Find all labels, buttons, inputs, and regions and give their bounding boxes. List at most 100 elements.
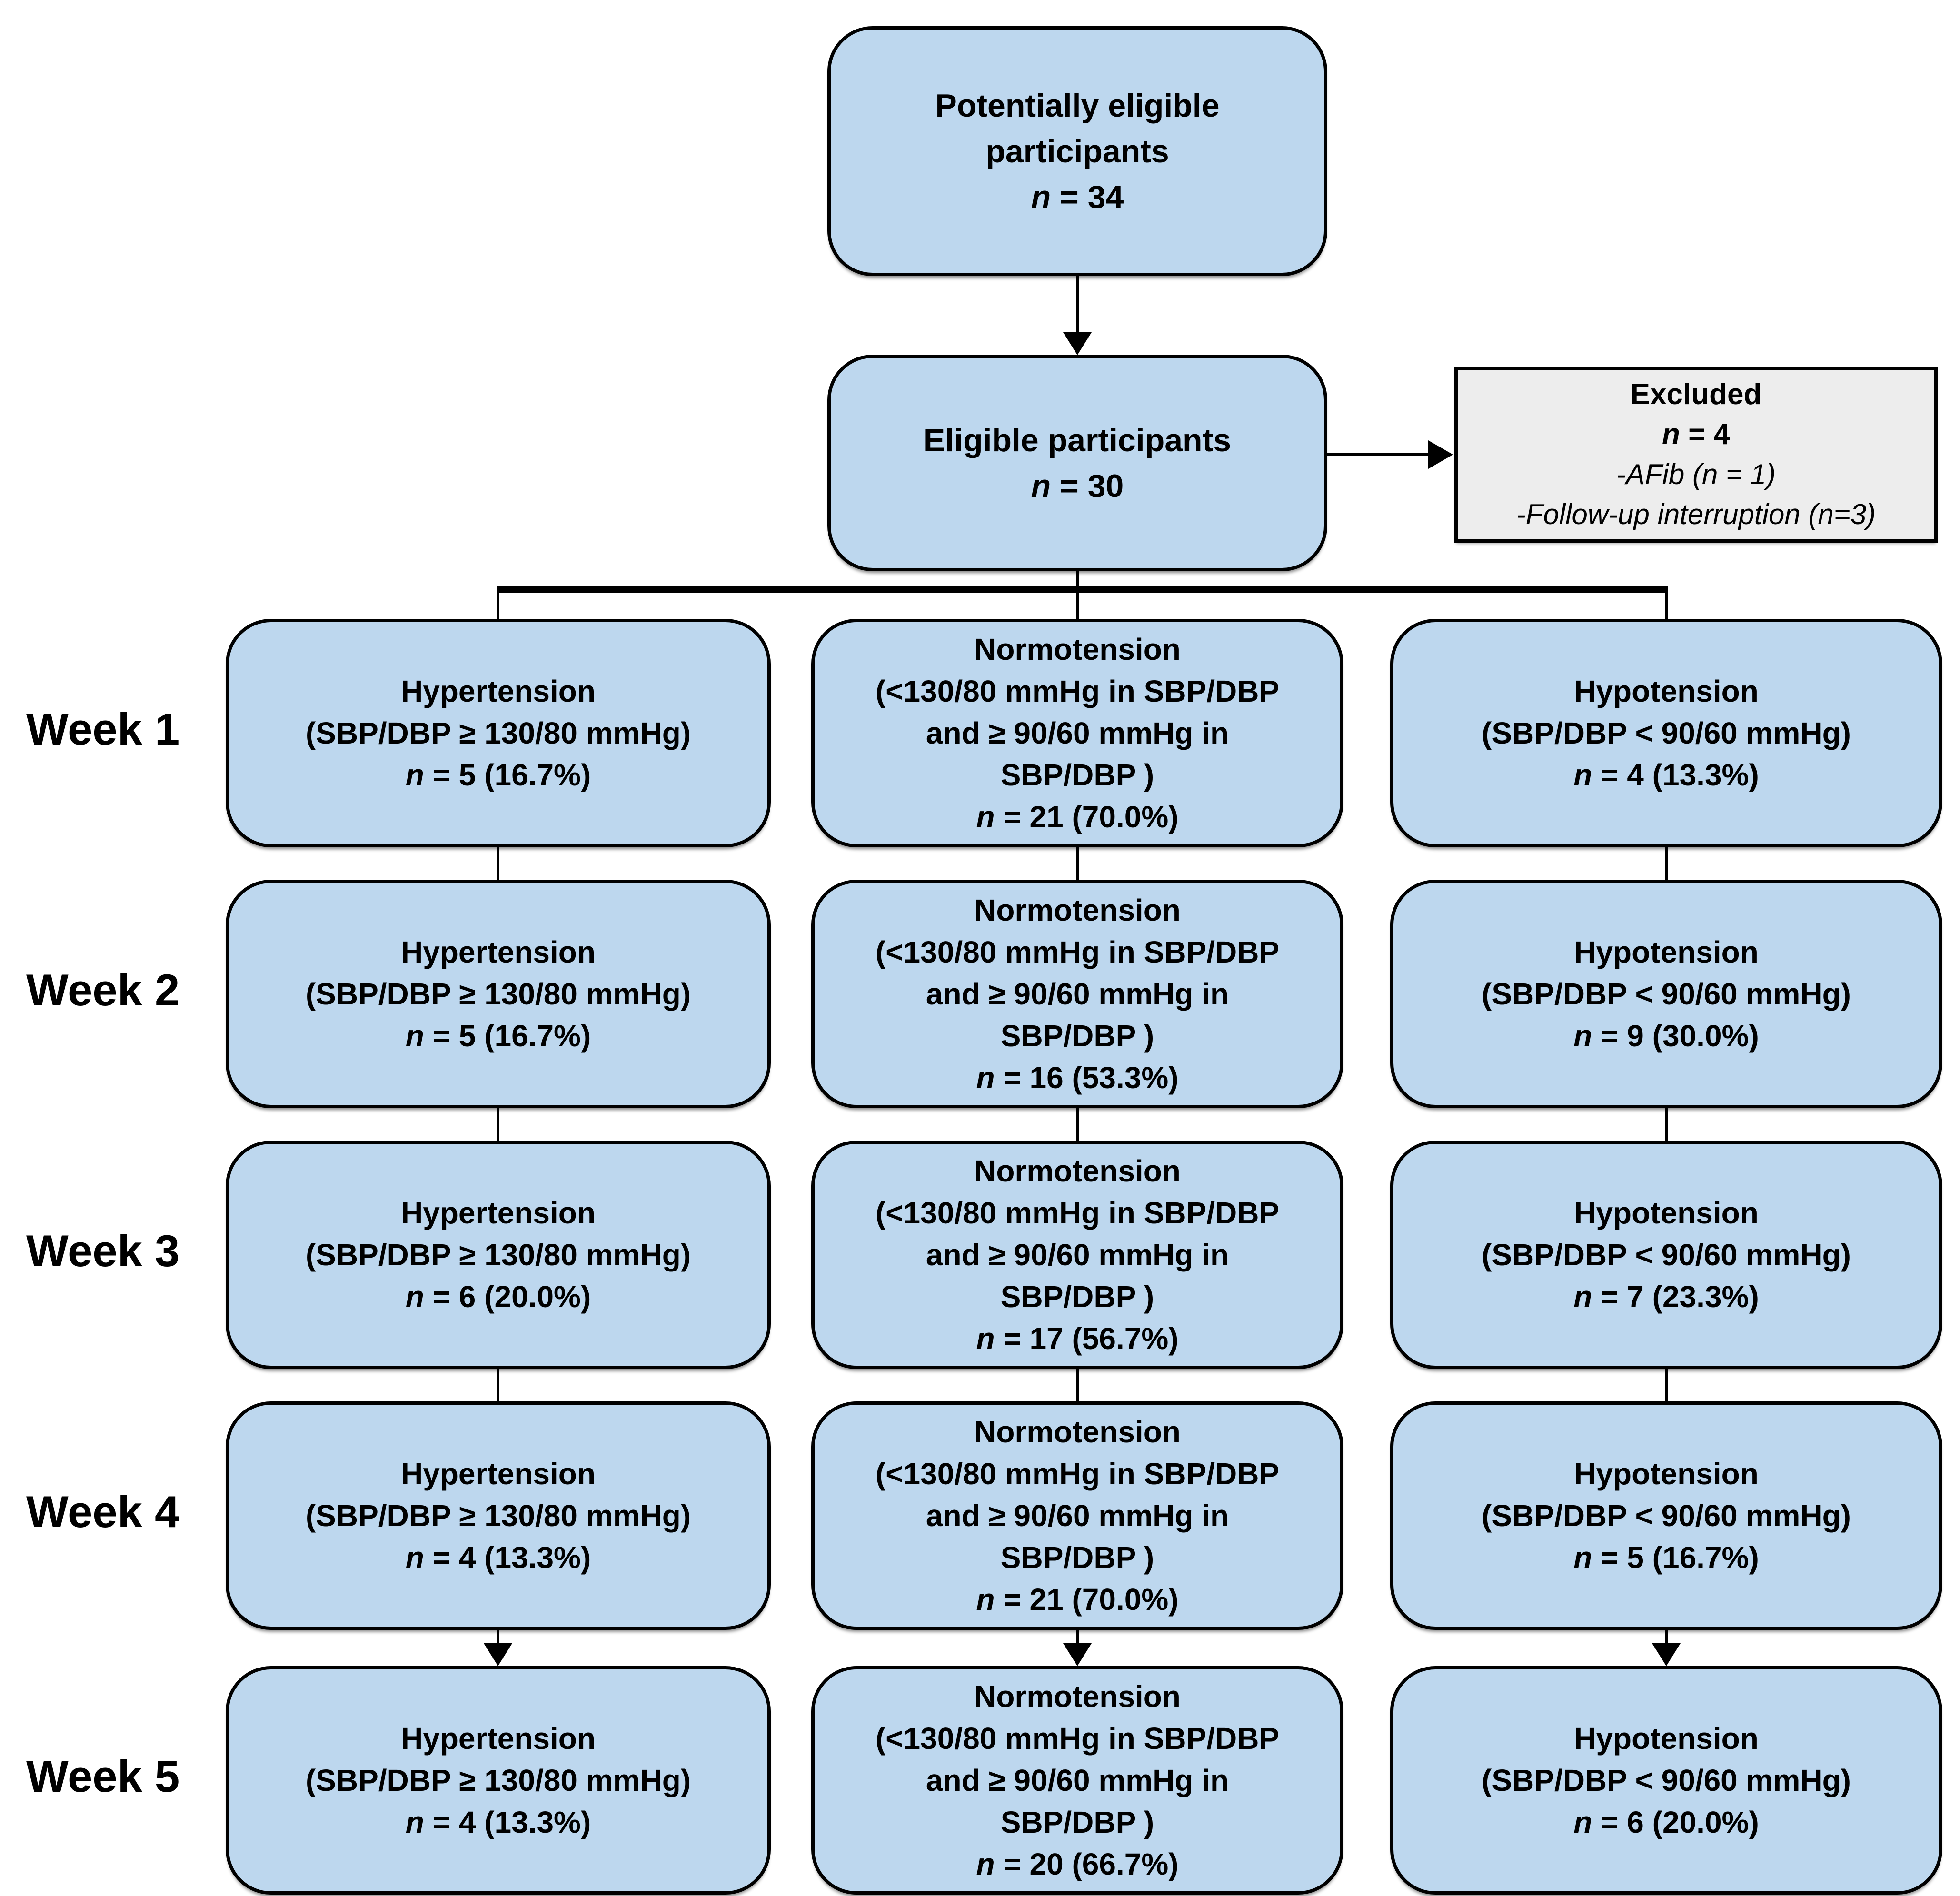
connector-week4-week5-right	[1665, 1630, 1668, 1645]
box-n-line: n = 17 (56.7%)	[976, 1318, 1178, 1360]
box-criteria: (SBP/DBP ≥ 130/80 mmHg)	[305, 1238, 691, 1272]
potentially-eligible-box: Potentially eligible participants n = 34	[827, 26, 1327, 276]
n-value: = 4 (13.3%)	[424, 1805, 591, 1839]
box-criteria: SBP/DBP )	[1000, 1540, 1154, 1575]
week-3-label: Week 3	[26, 1226, 180, 1276]
box-title: Hypertension	[401, 674, 596, 708]
week-1-hypotension-box: Hypotension (SBP/DBP < 90/60 mmHg) n = 4…	[1390, 619, 1942, 847]
box-title: Normotension	[974, 893, 1181, 927]
eligible-participants-box: Eligible participants n = 30	[827, 355, 1327, 571]
excluded-reason: -Follow-up interruption (n=3)	[1516, 498, 1876, 530]
connector-week2-week3-center	[1076, 1108, 1079, 1141]
box-title-line: Eligible participants	[923, 422, 1232, 458]
n-value: = 5 (16.7%)	[424, 758, 591, 792]
branch-drop-left	[497, 592, 499, 620]
week-2-hypotension-box: Hypotension (SBP/DBP < 90/60 mmHg) n = 9…	[1390, 880, 1942, 1108]
box-criteria: (SBP/DBP < 90/60 mmHg)	[1482, 1763, 1851, 1797]
box-n-line: n = 21 (70.0%)	[976, 796, 1178, 838]
box-n-line: n = 6 (20.0%)	[1573, 1801, 1759, 1843]
box-title: Normotension	[974, 1679, 1181, 1714]
n-value: = 7 (23.3%)	[1592, 1280, 1759, 1314]
excluded-box: Excluded n = 4 -AFib (n = 1) -Follow-up …	[1454, 367, 1938, 543]
connector-week3-week4-center	[1076, 1369, 1079, 1401]
connector-week1-week2-center	[1076, 847, 1079, 880]
box-n-line: n = 4	[1662, 415, 1730, 455]
box-n-line: n = 4 (13.3%)	[1573, 754, 1759, 796]
n-value: = 30	[1051, 467, 1124, 504]
box-criteria: and ≥ 90/60 mmHg in	[925, 1763, 1229, 1797]
week-1-label: Week 1	[26, 704, 180, 754]
arrowhead-down-icon	[484, 1643, 512, 1666]
box-criteria: and ≥ 90/60 mmHg in	[925, 1499, 1229, 1533]
week-3-normotension-box: Normotension (<130/80 mmHg in SBP/DBP an…	[811, 1141, 1343, 1369]
connector-week1-week2-left	[497, 847, 499, 880]
box-n-line: n = 20 (66.7%)	[976, 1843, 1178, 1885]
n-symbol: n	[1573, 1540, 1592, 1575]
box-title: Hypertension	[401, 935, 596, 969]
connector-eligible-stub	[1076, 570, 1079, 587]
box-criteria: (SBP/DBP ≥ 130/80 mmHg)	[305, 977, 691, 1011]
week-2-normotension-box: Normotension (<130/80 mmHg in SBP/DBP an…	[811, 880, 1343, 1108]
box-n-line: n = 5 (16.7%)	[1573, 1537, 1759, 1578]
n-symbol: n	[1573, 1019, 1592, 1053]
arrowhead-down-icon	[1063, 1643, 1092, 1666]
box-title: Hypotension	[1574, 674, 1759, 708]
n-value: = 4	[1680, 418, 1730, 451]
box-criteria: (SBP/DBP ≥ 130/80 mmHg)	[305, 1763, 691, 1797]
arrowhead-right-icon	[1428, 440, 1453, 469]
box-n-line: n = 16 (53.3%)	[976, 1057, 1178, 1099]
week-5-hypotension-box: Hypotension (SBP/DBP < 90/60 mmHg) n = 6…	[1390, 1666, 1942, 1895]
n-symbol: n	[405, 758, 424, 792]
excluded-title: Excluded	[1630, 378, 1762, 411]
n-value: = 34	[1051, 179, 1124, 215]
n-symbol: n	[1031, 467, 1051, 504]
week-4-hypertension-box: Hypertension (SBP/DBP ≥ 130/80 mmHg) n =…	[226, 1401, 771, 1630]
connector-week3-week4-right	[1665, 1369, 1668, 1401]
box-title: Hypotension	[1574, 935, 1759, 969]
week-3-hypotension-box: Hypotension (SBP/DBP < 90/60 mmHg) n = 7…	[1390, 1141, 1942, 1369]
connector-eligible-to-excluded	[1327, 453, 1428, 456]
connector-week2-week3-left	[497, 1108, 499, 1141]
box-criteria: (SBP/DBP < 90/60 mmHg)	[1482, 977, 1851, 1011]
n-symbol: n	[405, 1805, 424, 1839]
week-5-label: Week 5	[26, 1751, 180, 1801]
arrowhead-down-icon	[1063, 332, 1092, 355]
box-title: Normotension	[974, 632, 1181, 666]
n-symbol: n	[1031, 179, 1051, 215]
week-4-hypotension-box: Hypotension (SBP/DBP < 90/60 mmHg) n = 5…	[1390, 1401, 1942, 1630]
week-4-label: Week 4	[26, 1487, 180, 1537]
connector-week4-week5-center	[1076, 1630, 1079, 1645]
excluded-reason: -AFib (n = 1)	[1616, 458, 1776, 490]
box-n-line: n = 7 (23.3%)	[1573, 1276, 1759, 1318]
branch-horizontal-line	[497, 586, 1668, 593]
box-criteria: SBP/DBP )	[1000, 1280, 1154, 1314]
box-criteria: (SBP/DBP ≥ 130/80 mmHg)	[305, 716, 691, 750]
n-symbol: n	[976, 1321, 995, 1356]
n-symbol: n	[405, 1540, 424, 1575]
n-value: = 20 (66.7%)	[995, 1847, 1179, 1881]
n-symbol: n	[976, 1847, 995, 1881]
box-criteria: (SBP/DBP < 90/60 mmHg)	[1482, 1238, 1851, 1272]
box-title: Hypotension	[1574, 1196, 1759, 1230]
box-n-line: n = 21 (70.0%)	[976, 1578, 1178, 1620]
box-criteria: (SBP/DBP ≥ 130/80 mmHg)	[305, 1499, 691, 1533]
n-symbol: n	[405, 1019, 424, 1053]
box-title: Normotension	[974, 1154, 1181, 1188]
connector-week2-week3-right	[1665, 1108, 1668, 1141]
box-n-line: n = 30	[1031, 463, 1124, 509]
n-value: = 21 (70.0%)	[995, 800, 1179, 834]
box-n-line: n = 5 (16.7%)	[406, 754, 591, 796]
week-1-hypertension-box: Hypertension (SBP/DBP ≥ 130/80 mmHg) n =…	[226, 619, 771, 847]
box-criteria: and ≥ 90/60 mmHg in	[925, 977, 1229, 1011]
n-symbol: n	[1573, 1805, 1592, 1839]
box-criteria: and ≥ 90/60 mmHg in	[925, 716, 1229, 750]
week-1-normotension-box: Normotension (<130/80 mmHg in SBP/DBP an…	[811, 619, 1343, 847]
n-value: = 5 (16.7%)	[424, 1019, 591, 1053]
box-criteria: SBP/DBP )	[1000, 758, 1154, 792]
box-n-line: n = 5 (16.7%)	[406, 1015, 591, 1057]
box-title: Hypertension	[401, 1457, 596, 1491]
box-criteria: (SBP/DBP < 90/60 mmHg)	[1482, 716, 1851, 750]
week-5-hypertension-box: Hypertension (SBP/DBP ≥ 130/80 mmHg) n =…	[226, 1666, 771, 1895]
n-symbol: n	[405, 1280, 424, 1314]
box-n-line: n = 6 (20.0%)	[406, 1276, 591, 1318]
